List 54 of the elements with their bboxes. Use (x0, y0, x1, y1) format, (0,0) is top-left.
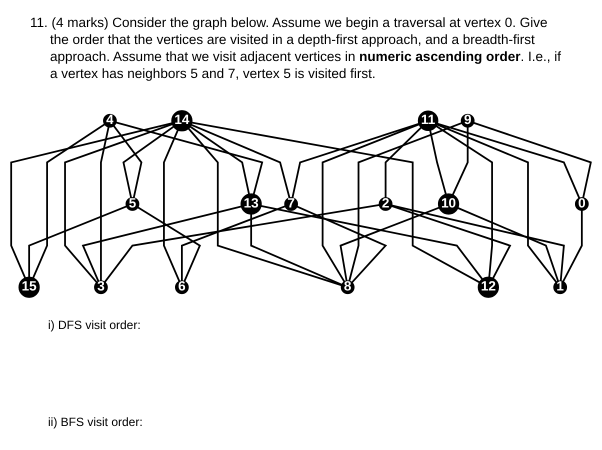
vertex-dot: 6 (175, 278, 189, 294)
edge-line (122, 126, 174, 198)
edge-line (10, 122, 172, 278)
edge-line (429, 130, 447, 194)
vertex-dot: 3 (94, 278, 108, 294)
edge-line (137, 206, 201, 282)
vertex-dot: 12 (478, 276, 499, 298)
vertex-dot: 11 (418, 110, 438, 132)
edge-line (458, 207, 559, 282)
vertex-dot: 4 (103, 112, 117, 128)
edge-line (322, 124, 420, 282)
edge-line (437, 122, 580, 198)
edge-line (113, 125, 142, 198)
edge-line (452, 127, 469, 196)
edge-line (250, 214, 342, 286)
answer-prompt: ii) BFS visit order: (48, 415, 143, 429)
vertex-dot: 8 (340, 278, 355, 294)
edge-line (260, 205, 483, 280)
edge-line (436, 124, 557, 283)
vertex-dot: 7 (284, 196, 298, 211)
vertex-dot: 13 (240, 193, 262, 215)
vertex-dot: 14 (171, 110, 193, 132)
edge-line (348, 122, 462, 282)
edge-line (340, 206, 440, 281)
edge-line (116, 122, 264, 194)
vertex-dot: 1 (553, 278, 568, 294)
edge-line (180, 205, 286, 281)
vertex-dot: 0 (574, 196, 589, 211)
edge-line (190, 126, 250, 194)
edge-line (562, 210, 583, 282)
vertex-dot: 2 (378, 196, 392, 211)
edge-line (28, 206, 127, 278)
edge-line (100, 126, 110, 281)
answer-prompt: i) DFS visit order: (48, 318, 141, 332)
vertex-dot: 10 (438, 193, 460, 215)
edge-line (474, 122, 592, 198)
question-text: 11. (4 marks) Consider the graph below. Assume we begin a traversal at vertex 0. Give the order that the vertices are visited in a depth-first approach, and a breadth-first approach. Assume that we visit adjacent vertices in numeric ascending order. I.e., if a vertex has neighbors 5 and 7, vertex 5 is visited first. (30, 14, 562, 82)
edge-line (163, 130, 180, 282)
edge-line (391, 205, 512, 279)
edge-line (104, 204, 380, 283)
edge-line (82, 206, 242, 282)
edge-line (296, 206, 388, 284)
edge-line (392, 204, 565, 281)
edge-line (292, 122, 420, 198)
edge-line (436, 125, 493, 278)
edge-line (32, 124, 106, 278)
vertex-dot: 5 (126, 196, 140, 211)
vertex-dot: 9 (460, 112, 475, 128)
edge-line (384, 127, 422, 198)
edge-line (188, 128, 342, 286)
edge-line (192, 122, 480, 284)
edge-line (190, 124, 290, 198)
vertex-dot: 15 (18, 276, 40, 298)
edge-line (64, 123, 173, 283)
